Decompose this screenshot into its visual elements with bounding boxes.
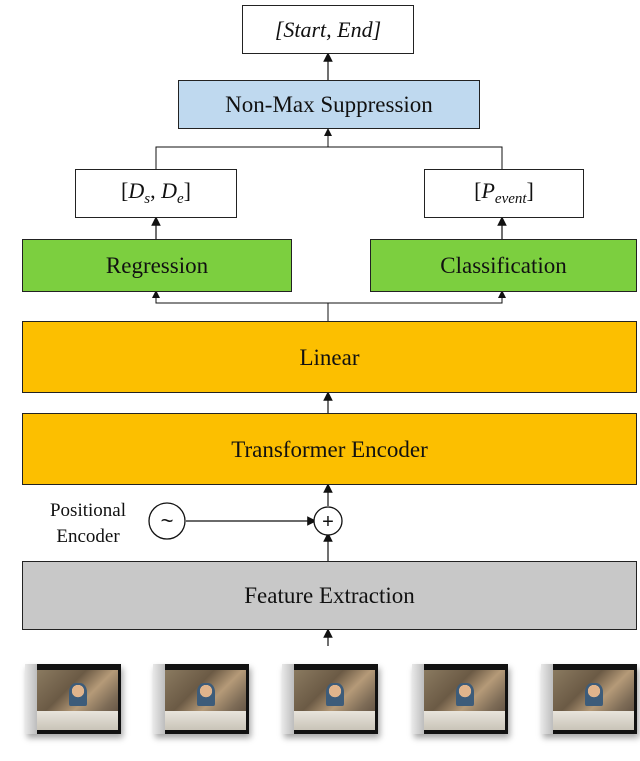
positional-encoder-label: Positional Encoder [49, 500, 126, 547]
regression-output-box: [Ds, De] [75, 169, 237, 218]
transformer-encoder-box: Transformer Encoder [22, 413, 637, 485]
video-frame [153, 664, 249, 734]
feature-extraction-box: Feature Extraction [22, 561, 637, 630]
adder-node [313, 506, 343, 536]
video-frame [541, 664, 637, 734]
nms-label: Non-Max Suppression [225, 92, 433, 117]
linear-label: Linear [299, 344, 360, 370]
positional-encoder-node [148, 502, 186, 540]
regression-box: Regression [22, 239, 292, 292]
classification-output-box: [Pevent] [424, 169, 584, 218]
regression-label: Regression [105, 253, 209, 278]
outputs-to-nms-connector [155, 146, 503, 169]
positional-encoder-symbol: ~ [161, 508, 174, 533]
classification-label: Classification [440, 253, 567, 278]
transformer-encoder-label: Transformer Encoder [231, 436, 428, 462]
output-box: [Start, End] [242, 5, 414, 54]
video-frame [282, 664, 378, 734]
video-frame [412, 664, 508, 734]
regression-output-label: [Ds, De] [121, 178, 191, 207]
feature-extraction-label: Feature Extraction [244, 583, 415, 608]
linear-to-heads-connector [155, 295, 329, 321]
video-frame [25, 664, 121, 734]
output-label: [Start, End] [274, 16, 382, 42]
classification-output-label: [Pevent] [474, 178, 534, 207]
classification-box: Classification [370, 239, 637, 292]
nms-box: Non-Max Suppression [178, 80, 480, 129]
linear-box: Linear [22, 321, 637, 393]
adder-symbol: + [322, 511, 334, 533]
